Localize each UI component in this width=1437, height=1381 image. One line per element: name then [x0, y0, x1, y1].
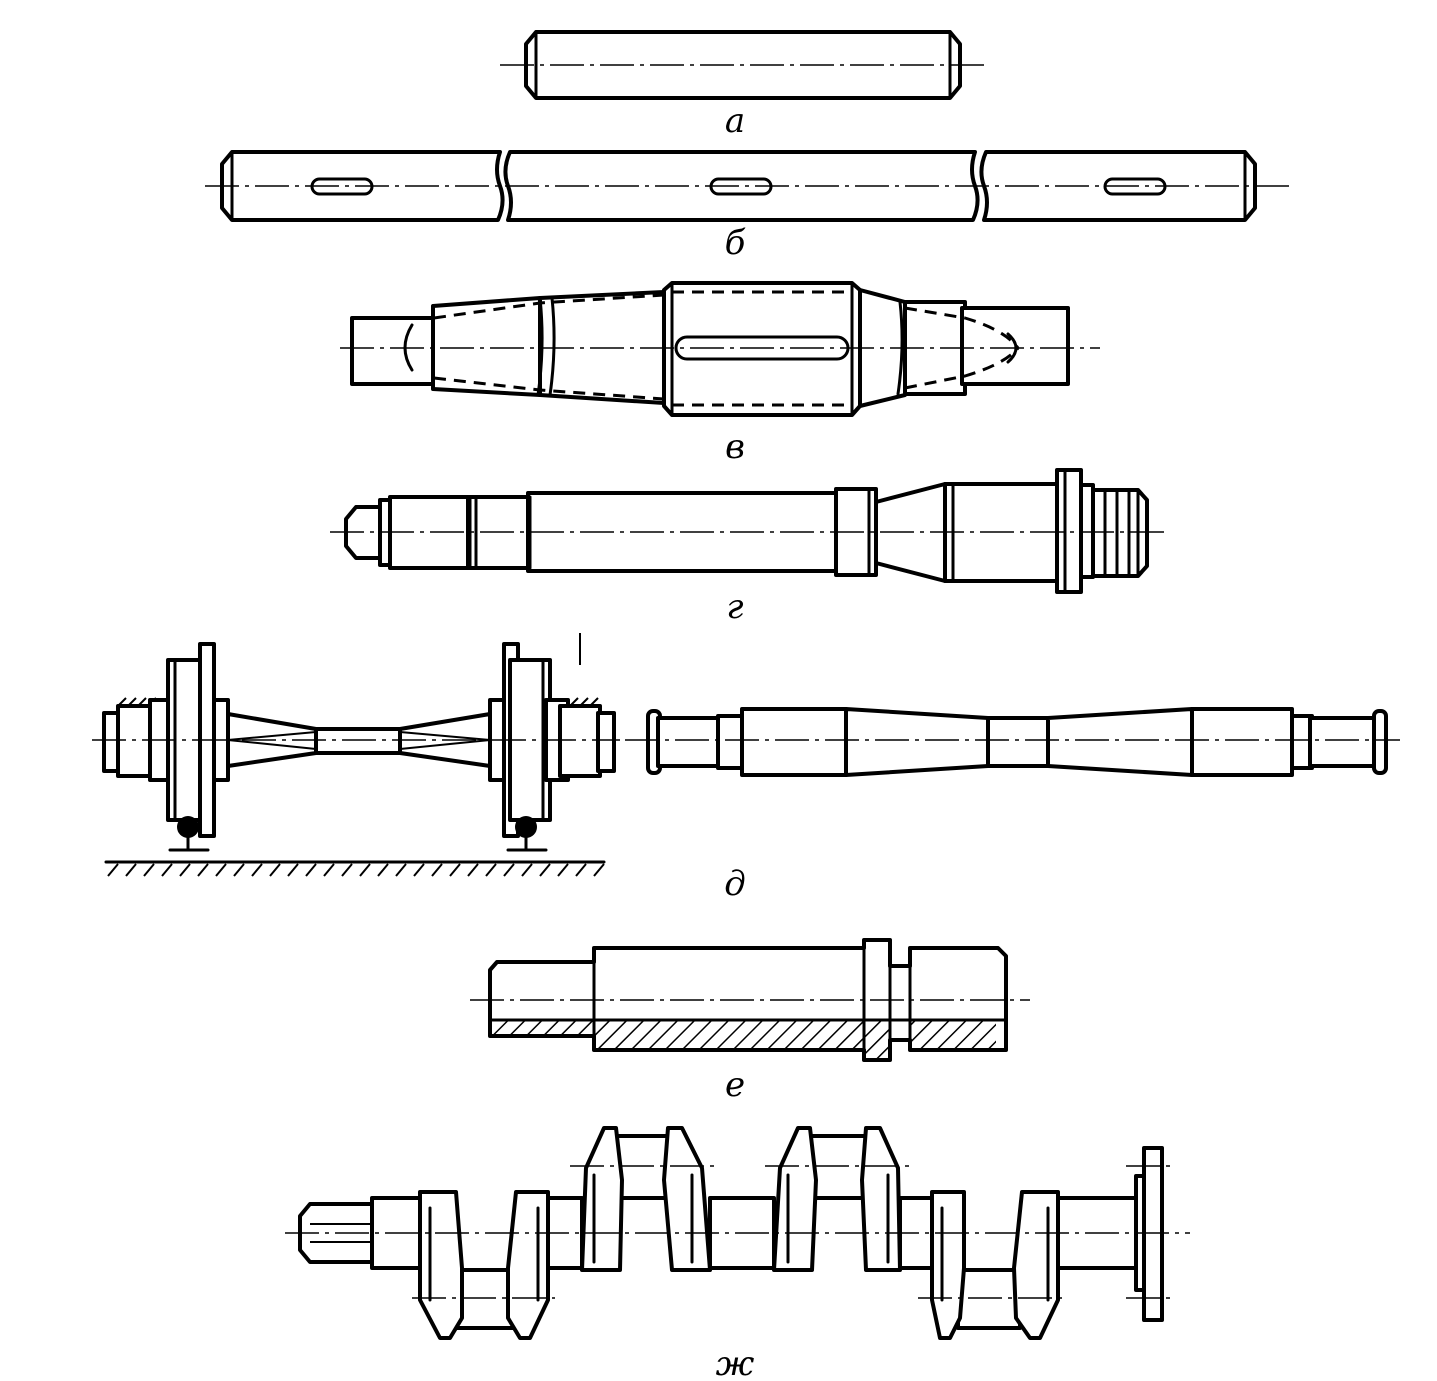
- shaft-a-smooth: а: [500, 30, 985, 141]
- shaft-e-hollow: е: [470, 938, 1030, 1105]
- shaft-b-long-keyed: б: [205, 150, 1290, 263]
- axle-d-detail: [625, 707, 1400, 777]
- shaft-g-stepped: г: [330, 468, 1165, 627]
- caption-d: д: [724, 864, 746, 904]
- wheelset-d: [92, 633, 620, 877]
- caption-g: г: [726, 587, 743, 627]
- caption-e: е: [725, 1065, 745, 1105]
- caption-zh: ж: [716, 1344, 755, 1381]
- caption-a: а: [725, 101, 745, 141]
- shaft-v-profiled: в: [340, 281, 1100, 467]
- crankshaft-zh: ж: [285, 1126, 1190, 1381]
- caption-b: б: [725, 223, 746, 263]
- caption-v: в: [725, 427, 745, 467]
